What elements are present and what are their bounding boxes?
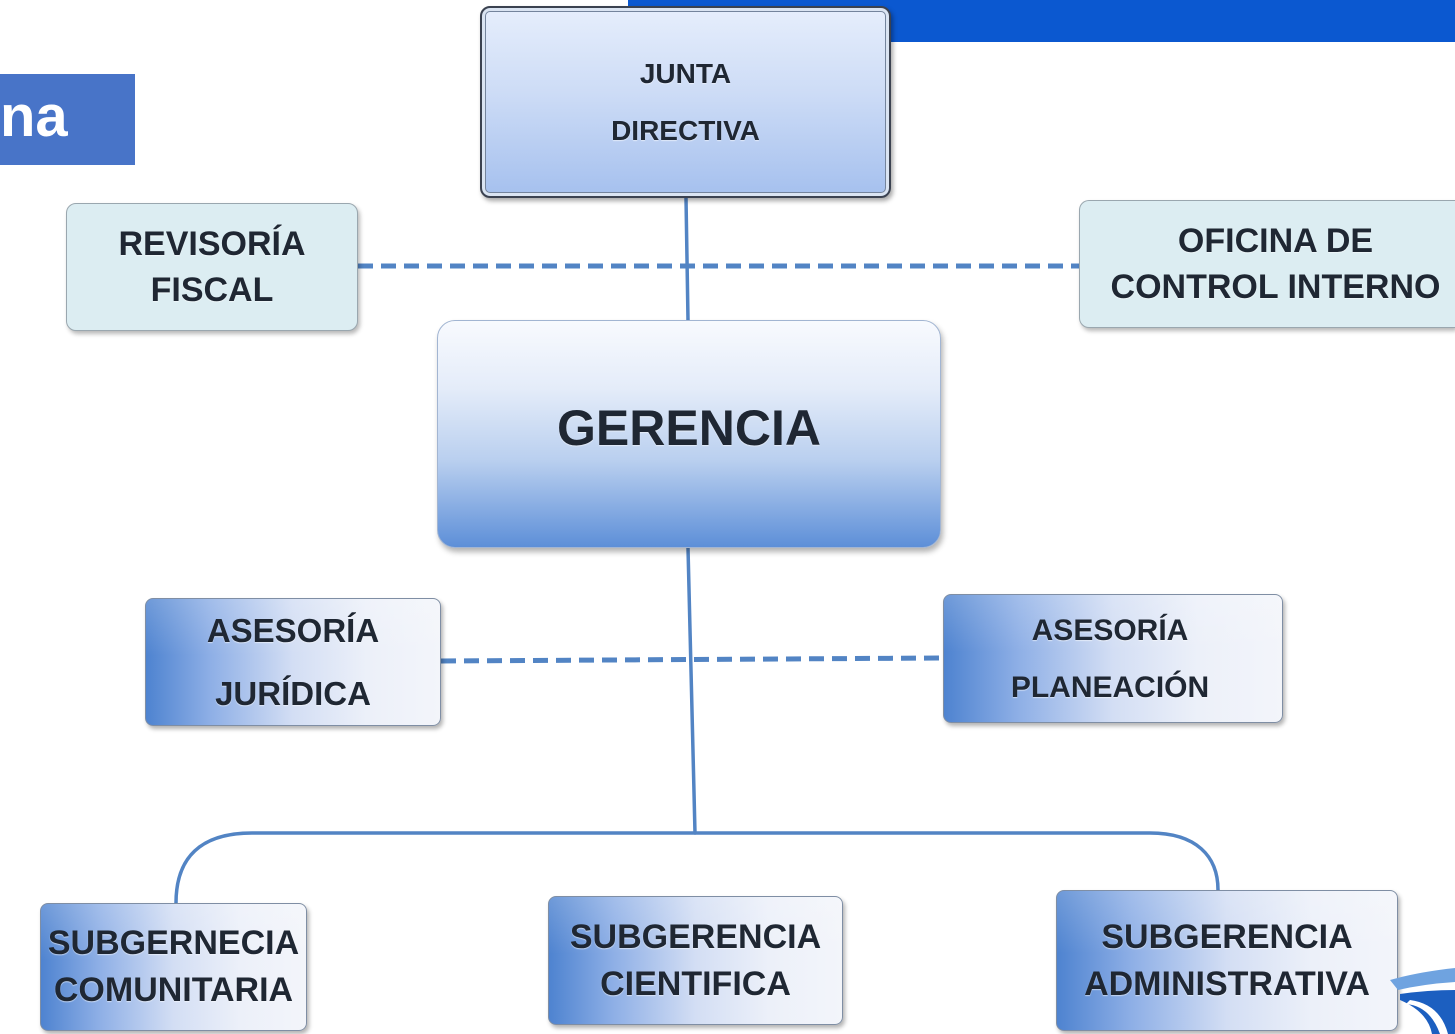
org-node-planning-advisory: ASESORÍA PLANEACIÓN — [943, 594, 1283, 723]
org-node-label: ASESORÍA — [1031, 613, 1189, 647]
org-node-board: JUNTA DIRECTIVA — [480, 6, 891, 198]
logo-swoosh-light — [1390, 968, 1455, 990]
org-node-internal-control: OFICINA DE CONTROL INTERNO — [1079, 200, 1455, 328]
logo-swoosh-icon — [1390, 968, 1455, 1034]
org-node-sub-science: SUBGERENCIA CIENTIFICA — [548, 896, 843, 1025]
org-node-label: OFICINA DE — [1177, 222, 1374, 260]
org-node-label: FISCAL — [150, 271, 274, 309]
org-node-label: ASESORÍA — [206, 612, 380, 649]
org-node-label: JURÍDICA — [215, 675, 371, 712]
org-node-label: SUBGERNECIA — [47, 924, 300, 962]
org-node-label: COMUNITARIA — [53, 971, 294, 1009]
connector-management-to-subs — [686, 546, 697, 835]
org-node-management: GERENCIA — [437, 320, 941, 548]
org-node-label: GERENCIA — [557, 400, 821, 456]
org-node-label: CIENTIFICA — [600, 964, 791, 1003]
org-node-label: SUBGERENCIA — [569, 917, 822, 956]
dashed-connector-advisory — [440, 655, 944, 664]
org-node-label: ADMINISTRATIVA — [1084, 964, 1370, 1003]
org-node-label: PLANEACIÓN — [1010, 670, 1210, 704]
org-node-sub-community: SUBGERNECIA COMUNITARIA — [40, 903, 307, 1031]
org-node-sub-admin: SUBGERENCIA ADMINISTRATIVA — [1056, 890, 1398, 1031]
title-tab: na — [0, 74, 135, 165]
org-node-label: DIRECTIVA — [611, 115, 760, 146]
org-node-legal-advisory: ASESORÍA JURÍDICA — [145, 598, 441, 726]
title-tab-text: na — [0, 83, 68, 149]
org-node-label: JUNTA — [639, 58, 732, 89]
connector-board-to-management — [684, 196, 690, 322]
logo-swoosh-highlight — [1406, 1000, 1448, 1034]
org-node-label: REVISORÍA — [118, 225, 306, 263]
org-node-label: CONTROL INTERNO — [1110, 268, 1441, 306]
org-node-label: SUBGERENCIA — [1101, 917, 1353, 956]
org-node-fiscal-review: REVISORÍA FISCAL — [66, 203, 358, 331]
connector-sub-bracket — [174, 831, 1220, 905]
